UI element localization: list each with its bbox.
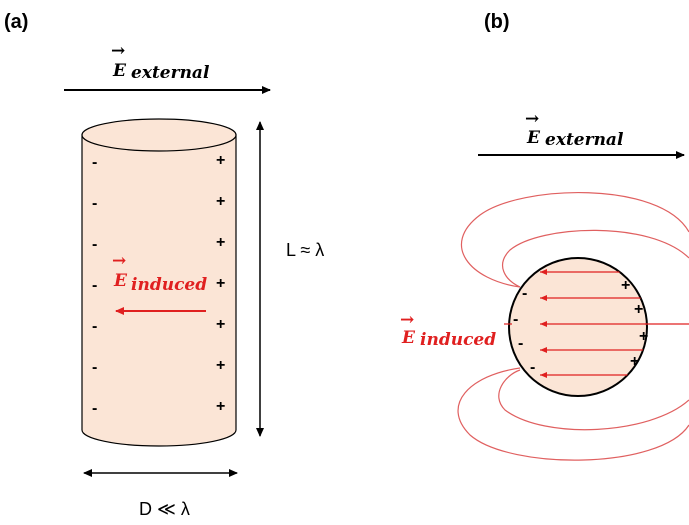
positive-charge: + xyxy=(639,328,648,345)
negative-charge: - xyxy=(92,400,97,417)
positive-charge: + xyxy=(630,353,639,370)
panel-b-external-subscript: external xyxy=(545,130,624,150)
panel-b-induced-subscript: induced xyxy=(420,330,496,350)
panel-a-label: (a) xyxy=(4,11,28,33)
field-line-lower-inner xyxy=(498,369,689,431)
panel-b-induced-vector-mark: → xyxy=(400,310,414,330)
panel-a-external-vector-mark: → xyxy=(111,41,125,61)
panel-a-induced-symbol: E xyxy=(113,271,128,291)
cylinder xyxy=(81,118,237,447)
negative-charge: - xyxy=(518,335,523,352)
cylinder-positive-charges: + + + + + + + xyxy=(216,152,225,415)
positive-charge: + xyxy=(216,398,225,415)
positive-charge: + xyxy=(216,275,225,292)
negative-charge: - xyxy=(92,236,97,253)
panel-b-external-symbol: E xyxy=(526,128,541,148)
negative-charge: - xyxy=(92,277,97,294)
length-label: L ≈ λ xyxy=(286,240,324,260)
negative-charge: - xyxy=(92,359,97,376)
negative-charge: - xyxy=(530,359,535,376)
negative-charge: - xyxy=(92,154,97,171)
panel-b-induced-field: → E induced xyxy=(400,310,496,350)
field-line-upper-outer xyxy=(460,192,689,288)
panel-a-external-subscript: external xyxy=(131,63,210,83)
panel-b-external-vector-mark: → xyxy=(525,109,539,129)
length-dimension: L ≈ λ xyxy=(256,121,324,437)
field-line-lower-outer xyxy=(457,367,689,461)
negative-charge: - xyxy=(92,195,97,212)
positive-charge: + xyxy=(621,277,630,294)
panel-b-external-field: → E external xyxy=(478,109,685,159)
panel-a-induced-vector-mark: → xyxy=(112,251,126,271)
positive-charge: + xyxy=(634,301,643,318)
panel-b-label: (b) xyxy=(484,11,510,33)
panel-b-induced-symbol: E xyxy=(401,328,416,348)
negative-charge: - xyxy=(522,285,527,302)
sphere xyxy=(508,257,648,397)
cylinder-negative-charges: - - - - - - - xyxy=(92,154,97,417)
negative-charge: - xyxy=(92,318,97,335)
panel-a-external-symbol: E xyxy=(112,61,127,81)
diameter-label: D ≪ λ xyxy=(139,499,190,519)
positive-charge: + xyxy=(216,152,225,169)
sphere-negative-charges: - - - - xyxy=(513,285,535,376)
positive-charge: + xyxy=(216,316,225,333)
panel-a-induced-subscript: induced xyxy=(131,275,207,295)
dipole-field-lines xyxy=(457,192,689,461)
diameter-dimension: D ≪ λ xyxy=(83,469,238,519)
cylinder-top xyxy=(81,118,237,152)
cylinder-body xyxy=(81,134,237,447)
negative-charge: - xyxy=(513,311,518,328)
positive-charge: + xyxy=(216,357,225,374)
sphere-positive-charges: + + + + xyxy=(621,277,648,370)
positive-charge: + xyxy=(216,234,225,251)
panel-a-external-field: → E external xyxy=(64,41,271,94)
positive-charge: + xyxy=(216,193,225,210)
panel-a-induced-field: → E induced xyxy=(112,251,207,315)
field-line-upper-inner xyxy=(502,229,689,288)
